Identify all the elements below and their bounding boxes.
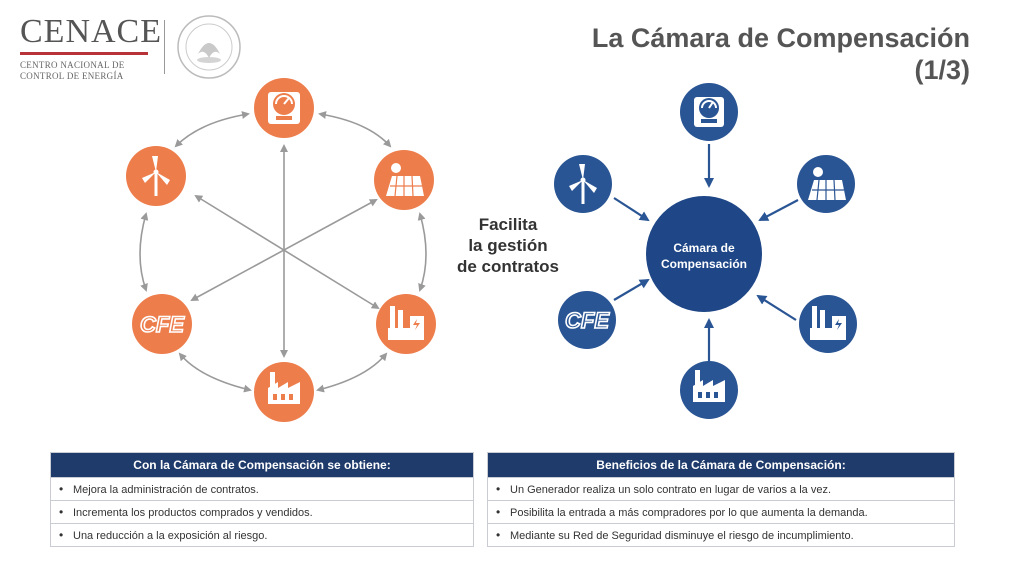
hub-network	[613, 144, 799, 362]
logo-wordmark: CENACE	[20, 13, 162, 50]
hub-label-line-1: Cámara de	[673, 241, 735, 255]
node-plant-orange	[376, 294, 436, 354]
center-caption: Facilita la gestión de contratos	[448, 214, 568, 277]
solar-panel-icon	[808, 167, 846, 201]
link-meter-solar	[318, 111, 392, 148]
arrow-wind-hub	[613, 197, 650, 222]
arrow-plant-hub	[756, 294, 797, 321]
link-cfe-wind	[139, 212, 149, 292]
national-seal-icon	[177, 15, 241, 79]
clearing-house-hub: Cámara de Compensación	[646, 196, 762, 312]
node-wind-orange	[126, 146, 186, 206]
bullet-icon: •	[59, 528, 64, 542]
logo-subtitle-1: CENTRO NACIONAL DE	[20, 60, 125, 70]
list-item-text: Incrementa los productos comprados y ven…	[73, 507, 313, 519]
obtained-panel-header: Con la Cámara de Compensación se obtiene…	[51, 453, 473, 477]
link-factory-cfe	[178, 352, 252, 393]
power-plant-icon	[810, 306, 846, 340]
link-meter-wind	[174, 111, 250, 148]
cfe-logo-icon: CFE	[140, 312, 185, 337]
factory-icon	[268, 372, 300, 404]
obtained-panel: Con la Cámara de Compensación se obtiene…	[50, 452, 474, 547]
cfe-logo-icon: CFE	[565, 308, 610, 333]
wind-turbine-icon	[569, 164, 597, 204]
cenace-logo: CENACE CENTRO NACIONAL DE CONTROL DE ENE…	[20, 13, 162, 82]
center-caption-line-1: Facilita	[478, 215, 538, 234]
list-item: • Mediante su Red de Seguridad disminuye …	[488, 523, 954, 546]
benefits-panel-header: Beneficios de la Cámara de Compensación:	[488, 453, 954, 477]
center-caption-line-2: la gestión	[468, 236, 548, 255]
list-item-text: Mejora la administración de contratos.	[73, 484, 259, 496]
node-plant-blue	[799, 295, 857, 353]
list-item: • Posibilita la entrada a más compradores…	[488, 500, 954, 523]
list-item-text: Un Generador realiza un solo contrato en…	[510, 484, 832, 496]
benefits-panel: Beneficios de la Cámara de Compensación:…	[487, 452, 955, 547]
power-plant-icon	[388, 306, 424, 340]
node-meter-blue	[680, 83, 738, 141]
bullet-icon: •	[59, 482, 64, 496]
factory-icon	[693, 370, 725, 402]
arrow-cfe-hub	[613, 278, 650, 301]
link-solar-plant	[417, 212, 427, 292]
title-line-2: (1/3)	[914, 55, 970, 85]
wind-turbine-icon	[142, 156, 170, 196]
bullet-icon: •	[496, 505, 501, 519]
arrow-solar-hub	[758, 199, 799, 221]
node-factory-orange	[254, 362, 314, 422]
title-line-1: La Cámara de Compensación	[591, 23, 970, 53]
list-item-text: Mediante su Red de Seguridad disminuye e…	[510, 530, 854, 542]
page-title: La Cámara de Compensación (1/3)	[592, 22, 970, 86]
solar-panel-icon	[386, 163, 424, 197]
node-solar-blue	[797, 155, 855, 213]
bilateral-network	[139, 111, 427, 393]
bullet-icon: •	[59, 505, 64, 519]
logo-underline	[20, 52, 148, 55]
logo-subtitle-2: CONTROL DE ENERGÍA	[20, 71, 124, 81]
list-item: • Incrementa los productos comprados y ve…	[51, 500, 473, 523]
list-item: • Mejora la administración de contratos.	[51, 477, 473, 500]
logo-divider	[164, 20, 165, 74]
center-caption-line-3: de contratos	[456, 257, 560, 276]
node-solar-orange	[374, 150, 434, 210]
meter-icon	[268, 92, 300, 124]
node-factory-blue	[680, 361, 738, 419]
node-meter-orange	[254, 78, 314, 138]
link-solar-cfe	[190, 199, 378, 301]
node-wind-blue	[554, 155, 612, 213]
list-item-text: Posibilita la entrada a más compradores …	[510, 507, 868, 519]
list-item: • Una reducción a la exposición al riesgo…	[51, 523, 473, 546]
node-cfe-orange: CFE	[132, 294, 192, 354]
list-item-text: Una reducción a la exposición al riesgo.	[73, 530, 268, 542]
bullet-icon: •	[496, 528, 501, 542]
meter-icon	[694, 97, 724, 127]
link-plant-factory	[316, 352, 388, 393]
hub-label-line-2: Compensación	[661, 257, 747, 271]
list-item: • Un Generador realiza un solo contrato e…	[488, 477, 954, 500]
link-wind-plant	[194, 194, 380, 310]
bullet-icon: •	[496, 482, 501, 496]
compensation-diagram: CFE Cámara de Compensación	[126, 78, 857, 422]
node-cfe-blue: CFE	[558, 291, 616, 349]
